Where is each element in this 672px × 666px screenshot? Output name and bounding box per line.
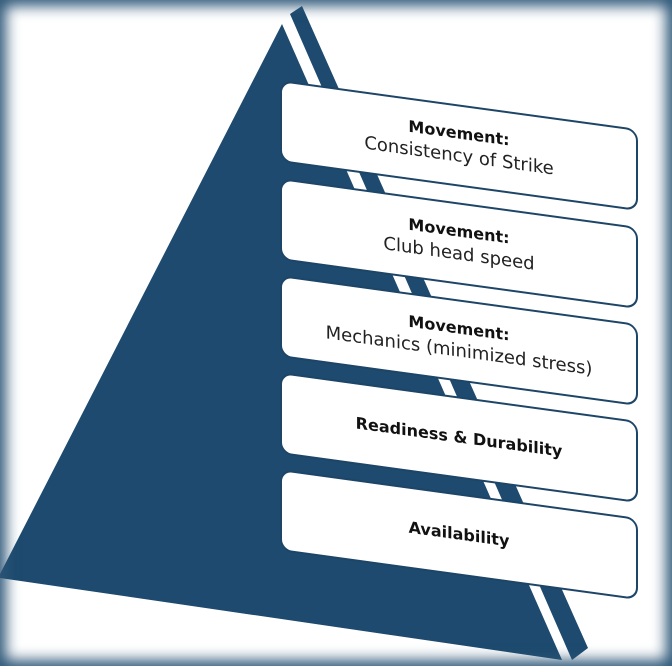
level-title: Availability: [408, 517, 510, 551]
level-title: Readiness & Durability: [355, 413, 563, 461]
